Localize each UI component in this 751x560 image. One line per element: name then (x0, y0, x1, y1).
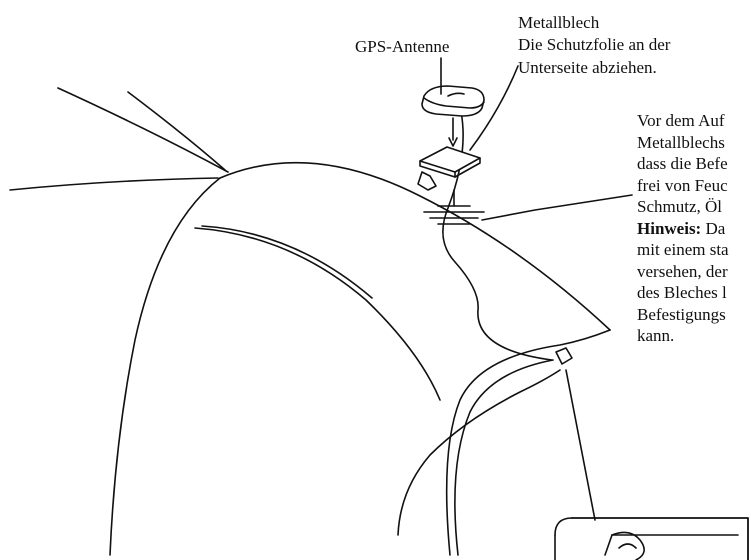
note-line: des Bleches l (637, 283, 727, 302)
a-pillar-line-3 (9, 177, 219, 191)
note-line: Metallblechs (637, 132, 725, 152)
leader-metal-sheet (469, 65, 519, 151)
note-line: versehen, der (637, 261, 728, 281)
roof-inner-line-2 (201, 225, 373, 299)
leader-detail (565, 369, 596, 521)
antenna-cable (442, 106, 553, 361)
roof-left-contour (109, 177, 221, 556)
antenna-cable-lower (397, 369, 561, 536)
pillar-clip (555, 347, 573, 365)
note-hint-bold: Hinweis: (637, 218, 702, 238)
surface-symbol (423, 189, 485, 225)
roof-inner-line (194, 227, 441, 401)
note-line: frei von Feuc (637, 175, 728, 195)
cable-clip (417, 171, 437, 191)
a-pillar-line-1 (57, 87, 229, 173)
door-frame-outer (445, 329, 611, 556)
note-hint-rest: Da (701, 218, 726, 238)
note-line: Vor dem Auf (637, 111, 725, 130)
a-pillar-line-2 (127, 91, 226, 171)
metal-sheet-plate (419, 146, 481, 178)
metal-sheet-instruction-2: Unterseite abziehen. (518, 58, 657, 77)
note-hint-line: Hinweis: Da (637, 218, 729, 240)
metal-sheet-title: Metallblech (518, 13, 600, 32)
mounting-note: Vor dem Auf Metallblechs dass die Befe f… (637, 110, 729, 347)
metal-sheet-instruction-1: Die Schutzfolie an der (518, 35, 671, 54)
detail-inset-box (554, 517, 749, 560)
gps-antenna-puck (421, 85, 485, 117)
gps-antenna-label: GPS-Antenne (355, 37, 450, 56)
roof-front-edge (219, 161, 611, 331)
note-line: Schmutz, Öl (637, 197, 722, 216)
note-line: dass die Befe (637, 154, 728, 173)
door-frame-inner (454, 359, 554, 556)
note-line: kann. (637, 326, 675, 345)
leader-note (481, 194, 633, 221)
note-line: Befestigungs (637, 304, 726, 324)
note-line: mit einem sta (637, 240, 729, 259)
